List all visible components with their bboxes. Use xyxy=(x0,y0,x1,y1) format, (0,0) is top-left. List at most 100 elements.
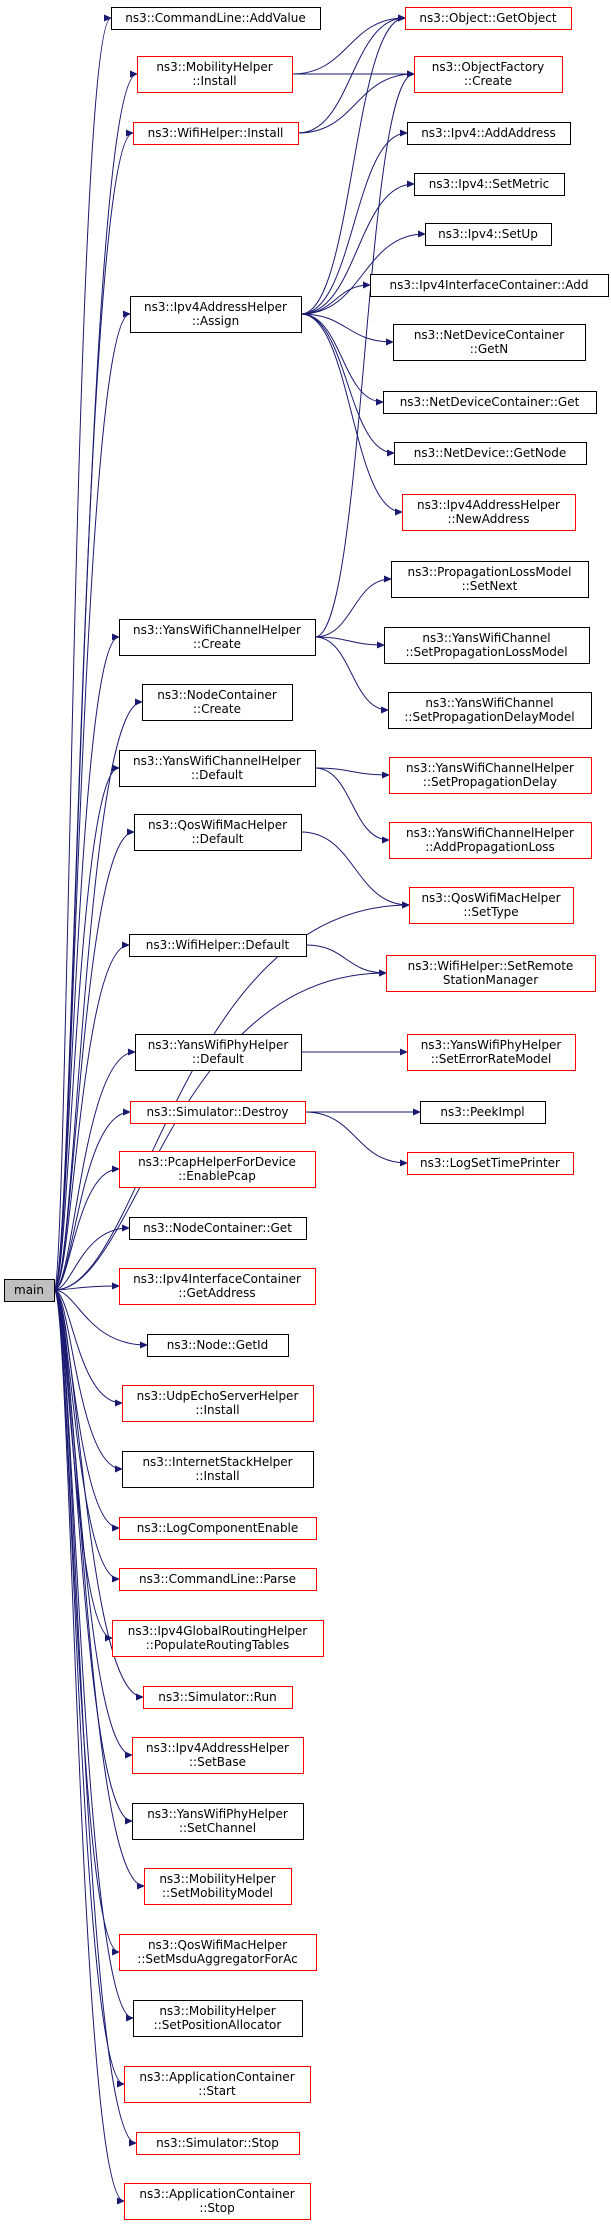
node-qos-set-type[interactable]: ns3::QosWifiMacHelper::SetType xyxy=(409,887,574,924)
nodes-layer: main ns3::CommandLine::AddValuens3::Mobil… xyxy=(4,7,609,2220)
node-ipv4-ifc-get-addr[interactable]: ns3::Ipv4InterfaceContainer::GetAddress xyxy=(119,1268,316,1305)
edge-ywcCreate-to-plmSetNext xyxy=(314,575,392,638)
node-new-address[interactable]: ns3::Ipv4AddressHelper::NewAddress xyxy=(402,494,576,531)
edge-line xyxy=(53,1048,136,1291)
node-label: ::Default xyxy=(191,768,243,782)
node-ipv4-set-base[interactable]: ns3::Ipv4AddressHelper::SetBase xyxy=(132,1737,304,1774)
node-box xyxy=(135,1034,302,1071)
node-ywc-set-p-d-m[interactable]: ns3::YansWifiChannel::SetPropagationDela… xyxy=(388,692,592,729)
node-udp-server-install[interactable]: ns3::UdpEchoServerHelper::Install xyxy=(122,1385,314,1422)
node-mob-install[interactable]: ns3::MobilityHelper::Install xyxy=(137,56,293,93)
node-label: ::GetN xyxy=(470,342,508,356)
node-app-start[interactable]: ns3::ApplicationContainer::Start xyxy=(124,2066,311,2103)
node-qos-set-msdu[interactable]: ns3::QosWifiMacHelper::SetMsduAggregator… xyxy=(119,1934,317,1971)
node-mob-set-model[interactable]: ns3::MobilityHelper::SetMobilityModel xyxy=(144,1868,292,1905)
node-label: ::Install xyxy=(195,1403,239,1417)
node-box xyxy=(4,1279,55,1302)
node-label: ns3::MobilityHelper xyxy=(159,1872,275,1886)
node-app-stop[interactable]: ns3::ApplicationContainer::Stop xyxy=(124,2183,311,2220)
node-ywp-set-channel[interactable]: ns3::YansWifiPhyHelper::SetChannel xyxy=(132,1803,304,1840)
node-ipv4-set-metric[interactable]: ns3::Ipv4::SetMetric xyxy=(414,173,565,196)
edge-line xyxy=(314,636,385,649)
node-node-get-id[interactable]: ns3::Node::GetId xyxy=(147,1334,289,1357)
edge-ipv4Assign-to-getObject xyxy=(300,14,406,315)
node-box xyxy=(129,934,307,957)
node-label: ns3::Ipv4::SetUp xyxy=(438,227,538,241)
edge-ywchDefault-to-ywchSetPD xyxy=(314,767,390,779)
node-ndc-get[interactable]: ns3::NetDeviceContainer::Get xyxy=(383,391,597,414)
node-box xyxy=(143,1686,293,1709)
node-wifi-install[interactable]: ns3::WifiHelper::Install xyxy=(133,122,299,145)
node-pcap-enable[interactable]: ns3::PcapHelperForDevice::EnablePcap xyxy=(119,1151,316,1188)
node-ywch-default[interactable]: ns3::YansWifiChannelHelper::Default xyxy=(119,750,316,787)
node-sim-destroy[interactable]: ns3::Simulator::Destroy xyxy=(130,1101,306,1124)
node-box xyxy=(119,750,316,787)
node-label: ::SetErrorRateModel xyxy=(431,1052,552,1066)
node-ywp-default[interactable]: ns3::YansWifiPhyHelper::Default xyxy=(135,1034,302,1071)
node-log-set-t-p[interactable]: ns3::LogSetTimePrinter xyxy=(407,1152,574,1175)
node-main[interactable]: main xyxy=(4,1279,55,1302)
node-box xyxy=(124,2183,311,2220)
node-box xyxy=(119,1517,317,1540)
node-ywch-set-p-d[interactable]: ns3::YansWifiChannelHelper::SetPropagati… xyxy=(389,757,592,794)
edge-main-to-ywcCreate xyxy=(53,633,120,1291)
node-get-object[interactable]: ns3::Object::GetObject xyxy=(405,7,572,30)
node-label: ::Install xyxy=(192,74,236,88)
edge-main-to-ncGet xyxy=(53,1224,130,1291)
node-label: ns3::YansWifiPhyHelper xyxy=(147,1807,288,1821)
node-ywc-create[interactable]: ns3::YansWifiChannelHelper::Create xyxy=(119,619,316,656)
node-label: ns3::CommandLine::Parse xyxy=(139,1572,296,1586)
edge-main-to-appStop xyxy=(53,1289,125,2205)
node-ipv4-add-address[interactable]: ns3::Ipv4::AddAddress xyxy=(407,122,571,145)
edge-line xyxy=(300,14,406,315)
node-cmd-add-value[interactable]: ns3::CommandLine::AddValue xyxy=(111,7,321,30)
edge-line xyxy=(53,1289,123,1473)
node-label: ::Start xyxy=(198,2084,236,2098)
node-wifi-default[interactable]: ns3::WifiHelper::Default xyxy=(129,934,307,957)
node-label: ::Create xyxy=(193,702,241,716)
node-sim-run[interactable]: ns3::Simulator::Run xyxy=(143,1686,293,1709)
node-label: ns3::PcapHelperForDevice xyxy=(138,1155,296,1169)
edge-line xyxy=(53,1289,148,1349)
node-nd-get-node[interactable]: ns3::NetDevice::GetNode xyxy=(394,442,587,465)
node-peek-impl[interactable]: ns3::PeekImpl xyxy=(420,1101,546,1124)
node-ipv4-g-r-populate[interactable]: ns3::Ipv4GlobalRoutingHelper::PopulateRo… xyxy=(112,1620,324,1657)
edge-main-to-mobSetModel xyxy=(53,1289,145,1890)
edge-simDestroy-to-logSetTP xyxy=(304,1111,408,1167)
node-box xyxy=(119,1268,316,1305)
node-plm-set-next[interactable]: ns3::PropagationLossModel::SetNext xyxy=(391,561,589,598)
node-node-cont-create[interactable]: ns3::NodeContainer::Create xyxy=(142,684,293,721)
node-ywc-set-p-l-m[interactable]: ns3::YansWifiChannel::SetPropagationLoss… xyxy=(384,627,590,664)
node-label: ns3::PeekImpl xyxy=(440,1105,524,1119)
node-log-comp-enable[interactable]: ns3::LogComponentEnable xyxy=(119,1517,317,1540)
edge-main-to-ywchDefault xyxy=(53,764,120,1291)
node-obj-fact-create[interactable]: ns3::ObjectFactory::Create xyxy=(414,56,563,93)
edge-line xyxy=(53,70,138,1291)
edge-main-to-pcapEnable xyxy=(53,1165,120,1291)
node-label: ::SetBase xyxy=(189,1755,246,1769)
node-ywp-set-err[interactable]: ns3::YansWifiPhyHelper::SetErrorRateMode… xyxy=(407,1034,576,1071)
node-qos-default[interactable]: ns3::QosWifiMacHelper::Default xyxy=(134,814,302,851)
node-ipv4-ifc-add[interactable]: ns3::Ipv4InterfaceContainer::Add xyxy=(370,274,609,297)
node-ndc-get-n[interactable]: ns3::NetDeviceContainer::GetN xyxy=(393,324,586,361)
node-ywch-add-p-l[interactable]: ns3::YansWifiChannelHelper::AddPropagati… xyxy=(389,822,592,859)
node-ipv4-assign[interactable]: ns3::Ipv4AddressHelper::Assign xyxy=(130,296,302,333)
edge-ipv4Assign-to-ndcGetN xyxy=(300,313,394,346)
node-sim-stop[interactable]: ns3::Simulator::Stop xyxy=(136,2132,300,2155)
edge-line xyxy=(53,1289,133,1825)
edge-wifiInstall-to-getObject xyxy=(297,14,406,134)
node-label: ::NewAddress xyxy=(447,512,529,526)
node-box xyxy=(119,1934,317,1971)
node-nc-get[interactable]: ns3::NodeContainer::Get xyxy=(129,1217,307,1240)
node-ipv4-set-up[interactable]: ns3::Ipv4::SetUp xyxy=(425,223,552,246)
node-label: ns3::InternetStackHelper xyxy=(142,1455,292,1469)
edge-main-to-mobInstall xyxy=(53,70,138,1291)
node-box xyxy=(407,1034,576,1071)
edge-line xyxy=(314,70,415,638)
node-box xyxy=(130,1101,306,1124)
node-mob-set-pos-alloc[interactable]: ns3::MobilityHelper::SetPositionAllocato… xyxy=(133,2000,303,2037)
node-cmd-parse[interactable]: ns3::CommandLine::Parse xyxy=(119,1568,317,1591)
node-inet-install[interactable]: ns3::InternetStackHelper::Install xyxy=(122,1451,314,1488)
node-box xyxy=(414,56,563,93)
